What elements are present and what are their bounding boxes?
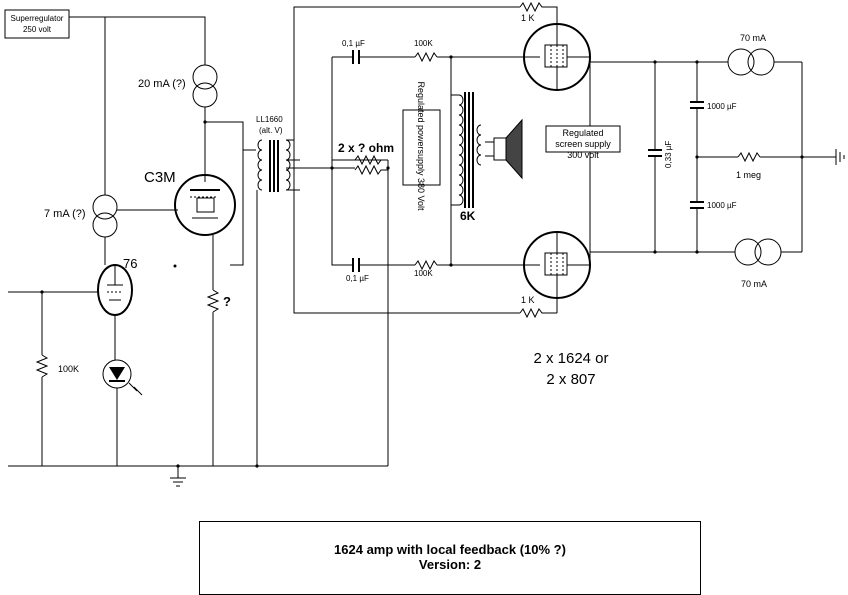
cap-1000-pair: 1000 µF 1000 µF	[690, 60, 737, 254]
current-source-20ma: 20 mA (?)	[138, 64, 218, 160]
output-tube-top	[520, 23, 591, 91]
transformer-ll1660: LL1660 (alt. V)	[256, 115, 304, 466]
transformer-sublabel: (alt. V)	[259, 126, 283, 135]
title-line-1: 1624 amp with local feedback (10% ?)	[334, 542, 566, 557]
cap-1000-top-label: 1000 µF	[707, 102, 737, 111]
tubes-label-1: 2 x 1624 or	[533, 350, 608, 367]
grid-feedback-wiring	[293, 6, 520, 466]
ground-right	[801, 62, 845, 252]
cs-20ma-label: 20 mA (?)	[138, 78, 186, 90]
cathode-resistor-label: ?	[223, 294, 231, 309]
stopper-resistors: 2 x ? ohm	[338, 141, 394, 176]
cap-033-label: 0,33 µF	[664, 141, 673, 168]
output-transformer: 6K	[451, 92, 482, 223]
top-coupling: 0,1 µF 100K	[342, 39, 520, 64]
c3m-anode-wiring	[203, 120, 256, 266]
output-impedance-label: 6K	[460, 209, 476, 223]
tubes-label-2: 2 x 807	[546, 371, 595, 388]
screen-supply-label-3: 300 volt	[567, 150, 599, 160]
feedback-resistor-top: 1 K	[519, 1, 558, 24]
ground-bus	[8, 464, 388, 487]
res-top-100k-label: 100K	[414, 39, 433, 48]
psu-380v: Regulated powersupply 380 Volt	[402, 57, 452, 265]
res-2x-ohm-label: 2 x ? ohm	[338, 141, 394, 155]
fb-top-label: 1 K	[521, 13, 535, 23]
c3m-label: C3M	[144, 169, 176, 186]
cap-1000-bottom-label: 1000 µF	[707, 201, 737, 210]
res-bottom-100k-label: 100K	[414, 269, 433, 278]
cap-033: 0,33 µF	[648, 60, 673, 254]
led	[102, 359, 143, 466]
superregulator-box: Superregulator 250 volt	[4, 9, 70, 39]
input-wiring: 100K	[8, 290, 98, 466]
superregulator-label-2: 250 volt	[23, 25, 52, 34]
current-source-7ma: 7 mA (?)	[44, 194, 178, 265]
current-source-70ma-top: 70 mA	[727, 33, 802, 76]
title-block: 1624 amp with local feedback (10% ?) Ver…	[199, 521, 701, 595]
cap-bottom-label: 0,1 µF	[346, 274, 369, 283]
cs-70ma-top-label: 70 mA	[740, 33, 766, 43]
psu-label: Regulated powersupply 380 Volt	[416, 81, 426, 211]
transformer-label: LL1660	[256, 115, 283, 124]
supply-wiring	[69, 16, 206, 195]
res-1meg-label: 1 meg	[736, 170, 761, 180]
res-1meg: 1 meg	[695, 151, 804, 180]
tube-76-label: 76	[123, 256, 137, 271]
c3m-cathode-resistor: ?	[206, 235, 231, 466]
current-source-70ma-bottom: 70 mA	[734, 238, 802, 289]
bottom-coupling: 0,1 µF 100K	[345, 258, 520, 283]
cs-7ma-label: 7 mA (?)	[44, 208, 86, 220]
cs-70ma-bottom-label: 70 mA	[741, 279, 767, 289]
c3m-tube: C3M	[144, 160, 236, 236]
screen-supply-label-2: screen supply	[555, 139, 611, 149]
fb-bottom-label: 1 K	[521, 295, 535, 305]
res-100k-left-label: 100K	[58, 364, 79, 374]
screen-supply-label-1: Regulated	[562, 128, 603, 138]
feedback-resistor-bottom: 1 K	[519, 295, 557, 319]
speaker-icon	[485, 118, 523, 180]
superregulator-label-1: Superregulator	[11, 14, 64, 23]
title-line-2: Version: 2	[418, 557, 482, 572]
screen-supply: Regulated screen supply 300 volt	[545, 57, 735, 265]
tube-76: 76	[97, 256, 177, 360]
cap-top-label: 0,1 µF	[342, 39, 365, 48]
